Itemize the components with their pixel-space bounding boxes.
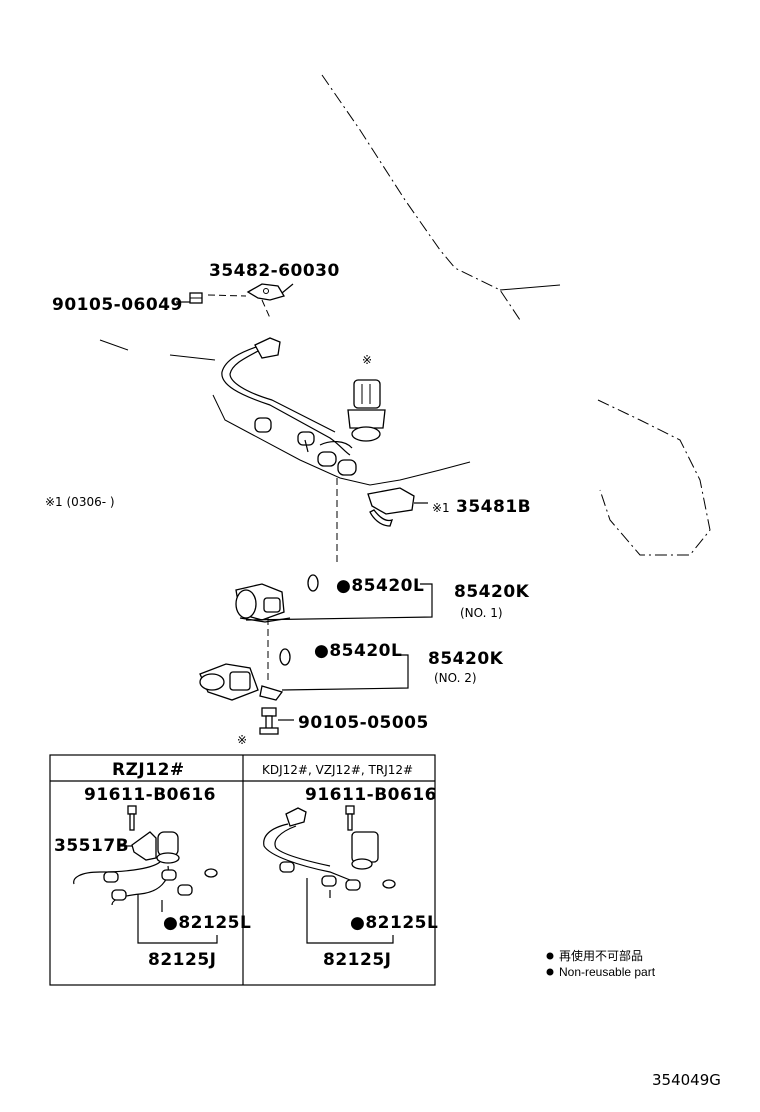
sensor-housing xyxy=(347,379,386,442)
label-90105-05005: 90105-05005 xyxy=(298,713,429,733)
label-no2: (NO. 2) xyxy=(434,671,477,685)
bracket-35482 xyxy=(246,283,285,301)
left-bracket-label: 35517B xyxy=(54,836,129,856)
sensor-85420k-no1 xyxy=(235,583,291,623)
legend-dot-jp xyxy=(546,952,554,960)
right-cell-art xyxy=(263,805,396,944)
left-gasket-label: ●82125L xyxy=(163,913,251,933)
variant-table xyxy=(49,754,436,986)
left-cell-art xyxy=(73,805,218,944)
right-harness-label: 82125J xyxy=(323,950,391,970)
sensor-85420k-no2 xyxy=(199,663,284,701)
right-gasket-label: ●82125L xyxy=(350,913,438,933)
label-85420k-no1: 85420K xyxy=(454,582,530,602)
legend-en: Non-reusable part xyxy=(559,965,656,979)
label-no1: (NO. 1) xyxy=(460,606,503,620)
label-85420l-no1: ●85420L xyxy=(336,576,424,596)
label-35481b: 35481B xyxy=(456,497,531,517)
bolt-90105-06049 xyxy=(189,292,203,304)
box-mark: ※ xyxy=(237,733,247,747)
legend-dot-en xyxy=(546,968,554,976)
o-ring-85420l-no1 xyxy=(307,574,319,592)
left-bolt-label: 91611-B0616 xyxy=(84,785,216,805)
diagram-code: 354049G xyxy=(652,1071,721,1089)
transmission-outline xyxy=(99,74,711,556)
bolt-90105-05005 xyxy=(259,707,279,735)
note-range: ※1 (0306- ) xyxy=(45,495,115,509)
bracket-35481b xyxy=(367,487,415,527)
note-mark-sensor: ※ xyxy=(362,353,372,367)
harness-main xyxy=(221,337,357,476)
o-ring-85420l-no2 xyxy=(279,648,291,666)
note-mark1: ※1 xyxy=(432,501,450,515)
label-85420l-no2: ●85420L xyxy=(314,641,402,661)
table-left-header: RZJ12# xyxy=(112,760,185,780)
right-bolt-label: 91611-B0616 xyxy=(305,785,437,805)
label-35482-60030: 35482-60030 xyxy=(209,261,340,281)
table-right-header: KDJ12#, VZJ12#, TRJ12# xyxy=(262,763,413,777)
label-90105-06049: 90105-06049 xyxy=(52,295,183,315)
label-85420k-no2: 85420K xyxy=(428,649,504,669)
legend-jp: 再使用不可部品 xyxy=(559,948,643,963)
left-harness-label: 82125J xyxy=(148,950,216,970)
